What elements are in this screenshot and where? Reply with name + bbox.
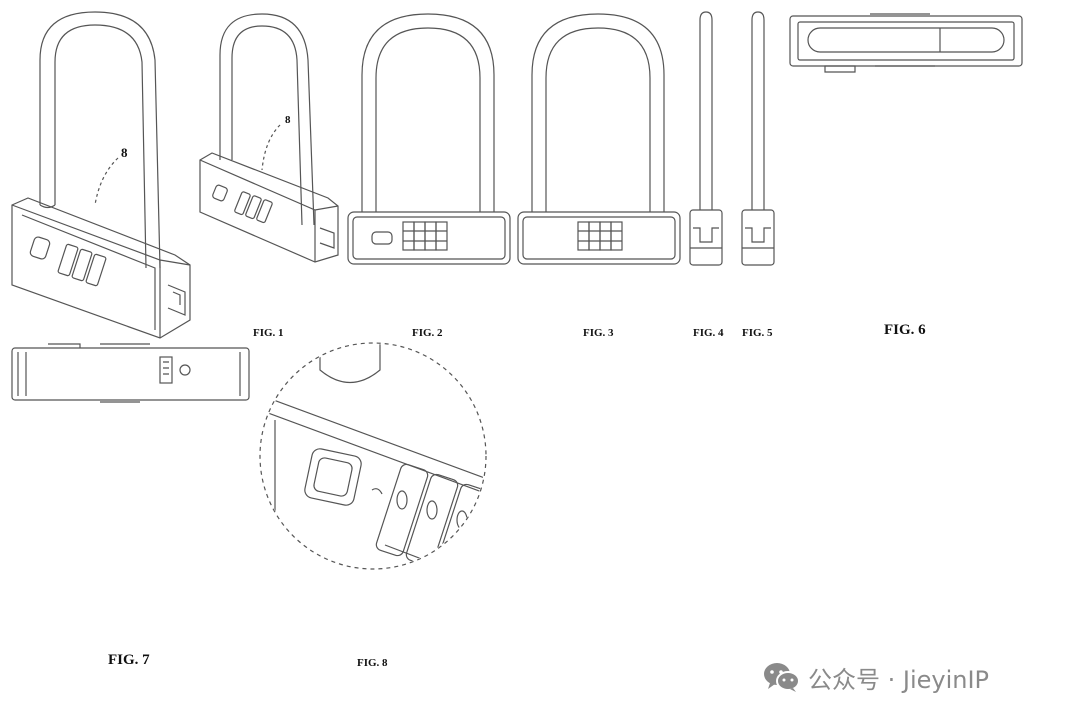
figure-label-4: FIG. 4 xyxy=(693,327,724,339)
perspective-view-fig1 xyxy=(199,13,339,263)
bottom-view-fig7 xyxy=(11,343,250,403)
reference-numeral-8-large: 8 xyxy=(121,145,128,160)
fig3-dials xyxy=(577,221,623,251)
combination-dials xyxy=(57,243,107,287)
watermark: 公众号 · JieyinIP xyxy=(762,660,989,694)
figure-label-1: FIG. 1 xyxy=(253,327,284,339)
side-view-fig4 xyxy=(689,11,723,266)
figure-label-8: FIG. 8 xyxy=(357,657,388,669)
top-view-fig6 xyxy=(789,13,1023,73)
front-view-fig2 xyxy=(347,13,511,265)
figure-label-5: FIG. 5 xyxy=(742,327,773,339)
detail-view-fig8 xyxy=(259,342,487,570)
side-view-fig5 xyxy=(741,11,775,266)
fig2-dials xyxy=(402,221,448,251)
wechat-icon xyxy=(764,663,800,692)
reference-numeral-8-small: 8 xyxy=(285,114,291,126)
figure-label-7: FIG. 7 xyxy=(108,652,150,668)
perspective-view-large xyxy=(11,11,191,339)
watermark-text: 公众号 · JieyinIP xyxy=(808,665,990,694)
figure-label-2: FIG. 2 xyxy=(412,327,443,339)
figure-label-3: FIG. 3 xyxy=(583,327,614,339)
rear-view-fig3 xyxy=(517,13,681,265)
fig8-dials xyxy=(375,463,485,568)
figure-label-6: FIG. 6 xyxy=(884,322,926,338)
